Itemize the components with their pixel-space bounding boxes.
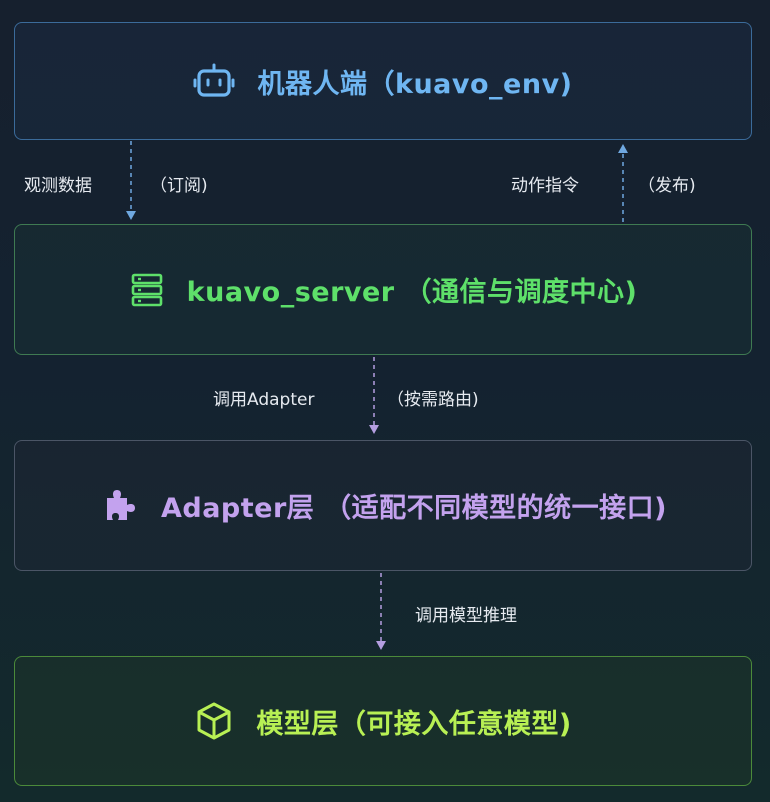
action-label: 动作指令 [511,176,579,196]
adapter-node-title: Adapter层 （适配不同模型的统一接口) [160,493,668,524]
robot-node-title: 机器人端（kuavo_env) [257,68,573,100]
robot-node: 机器人端（kuavo_env) [14,22,752,140]
model-node-title: 模型层（可接入任意模型) [256,708,572,740]
observe-note: （订阅) [150,176,208,196]
call-model-label: 调用模型推理 [415,606,517,626]
observe-arrow [126,141,136,220]
robot-icon [193,63,235,99]
server-node-title: kuavo_server （通信与调度中心) [186,277,638,308]
call-model-arrow [376,573,386,650]
call-adapter-arrow [369,357,379,434]
cube-icon [194,701,234,741]
call-adapter-label: 调用Adapter [213,390,315,410]
call-adapter-note: （按需路由) [387,390,479,410]
server-icon [129,272,165,308]
model-node: 模型层（可接入任意模型) [14,656,752,786]
adapter-node: Adapter层 （适配不同模型的统一接口) [14,440,752,571]
server-node: kuavo_server （通信与调度中心) [14,224,752,355]
puzzle-icon [99,486,139,526]
action-arrow [618,144,628,222]
action-note: （发布) [638,176,696,196]
observe-label: 观测数据 [24,176,92,196]
